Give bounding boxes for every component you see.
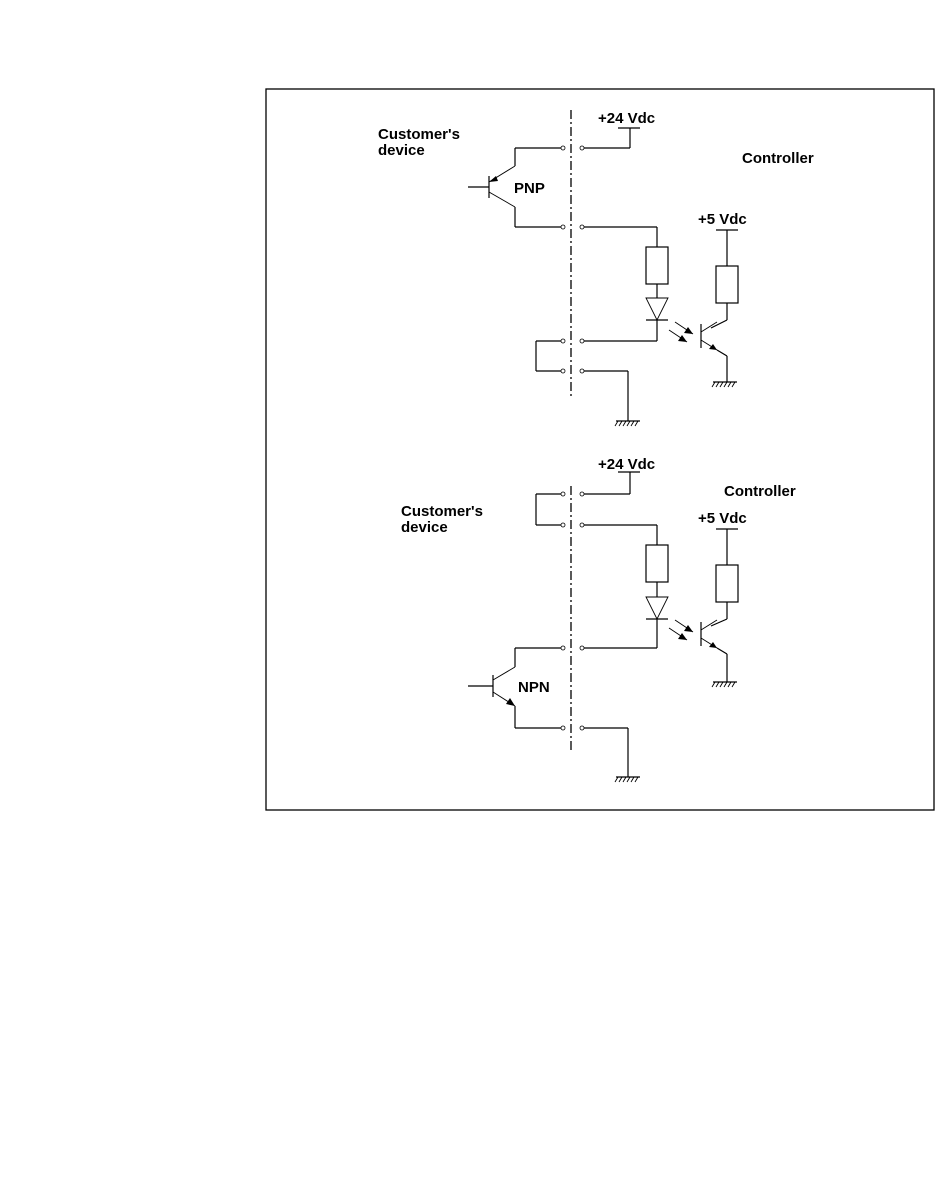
top-controller-label: Controller (742, 150, 814, 167)
top-input-resistor (646, 247, 668, 284)
bottom-light-arrows (669, 620, 693, 640)
diagram-frame (266, 89, 934, 810)
bottom-optocoupler-led (646, 597, 668, 619)
bottom-customer-device-label-line2: device (401, 519, 448, 536)
top-supply-5-label: +5 Vdc (698, 211, 747, 228)
top-ground-symbol (615, 421, 640, 426)
bottom-transistor-type-label: NPN (518, 679, 550, 696)
bottom-controller-label: Controller (724, 483, 796, 500)
top-transistor-type-label: PNP (514, 180, 545, 197)
bottom-input-resistor (646, 545, 668, 582)
top-supply-24-label: +24 Vdc (598, 110, 655, 127)
bottom-controller-ground-symbol (712, 682, 737, 687)
bottom-supply-5-label: +5 Vdc (698, 510, 747, 527)
top-light-arrows (669, 322, 693, 342)
top-terminals (561, 146, 584, 373)
bottom-terminals (561, 492, 584, 730)
bottom-ground-symbol (615, 777, 640, 782)
top-customer-device-label-line1: Customer's (378, 126, 460, 143)
bottom-customer-device-label-line1: Customer's (401, 503, 483, 520)
top-optocoupler-led (646, 298, 668, 320)
top-controller-ground-symbol (712, 382, 737, 387)
bottom-pullup-resistor (716, 565, 738, 602)
top-pullup-resistor (716, 266, 738, 303)
bottom-circuit: +24 Vdc Controller Customer's device +5 … (401, 456, 796, 782)
bottom-supply-24-label: +24 Vdc (598, 456, 655, 473)
top-circuit: +24 Vdc Customer's device Controller PNP… (378, 110, 814, 426)
top-customer-device-label-line2: device (378, 142, 425, 159)
